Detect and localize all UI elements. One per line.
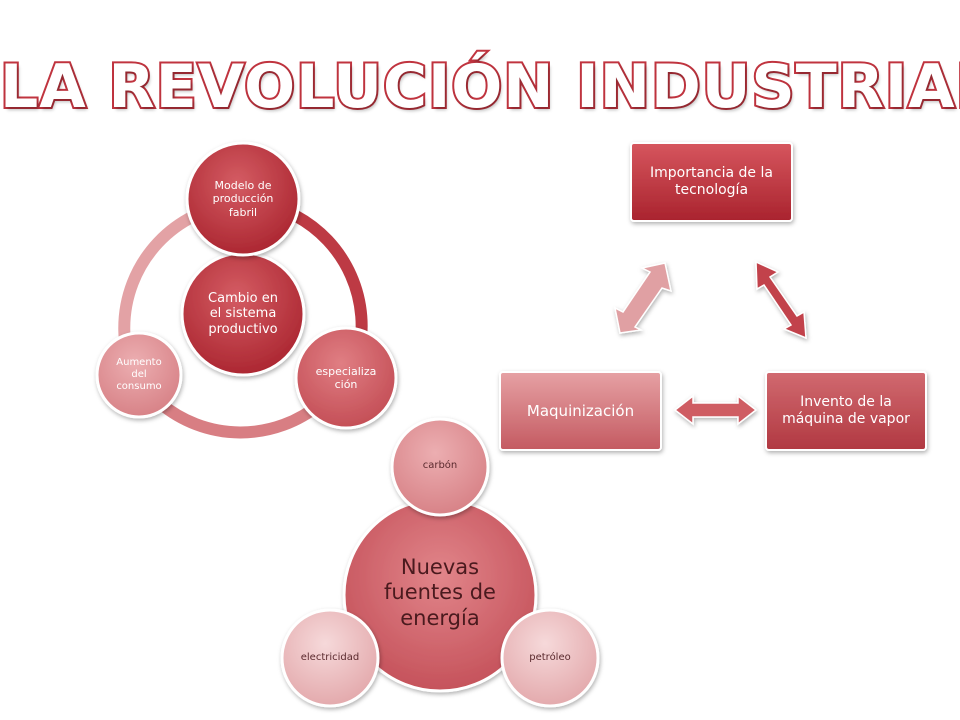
energy-left-node — [280, 608, 380, 708]
arrow-left-top — [613, 262, 673, 334]
arrow-left-right — [673, 394, 758, 426]
triangle-right-box — [765, 371, 927, 451]
cycle-ring-light-bottom — [156, 398, 324, 439]
energy-top-label: carbón — [422, 460, 458, 471]
cycle-center-label: Cambio en el sistema productivo — [208, 290, 278, 337]
cycle-top-label: Modelo de producción fabril — [212, 179, 274, 219]
energy-right-label: petróleo — [529, 652, 571, 663]
cycle-left-label: Aumento del consumo — [116, 357, 162, 392]
cycle-right-node — [294, 326, 398, 430]
energy-top-node — [390, 417, 490, 517]
energy-right-node — [500, 608, 600, 708]
page-title: LA REVOLUCIÓN INDUSTRIAL — [0, 50, 960, 124]
triangle-left-box — [499, 371, 662, 451]
cycle-diagram — [95, 141, 398, 439]
energy-center-label: Nuevas fuentes de energía — [384, 555, 496, 630]
triangle-left-label: Maquinización — [526, 402, 635, 420]
cycle-top-node — [185, 141, 301, 257]
triangle-right-label: Invento de la máquina de vapor — [782, 394, 910, 427]
energy-diagram — [280, 417, 600, 708]
triangle-diagram — [499, 142, 927, 451]
energy-left-label: electricidad — [300, 652, 360, 663]
arrow-top-right — [755, 260, 807, 340]
triangle-top-box — [630, 142, 793, 222]
cycle-right-label: especializa ción — [315, 364, 377, 391]
triangle-top-label: Importancia de la tecnología — [650, 165, 773, 198]
cycle-left-node — [95, 331, 183, 419]
